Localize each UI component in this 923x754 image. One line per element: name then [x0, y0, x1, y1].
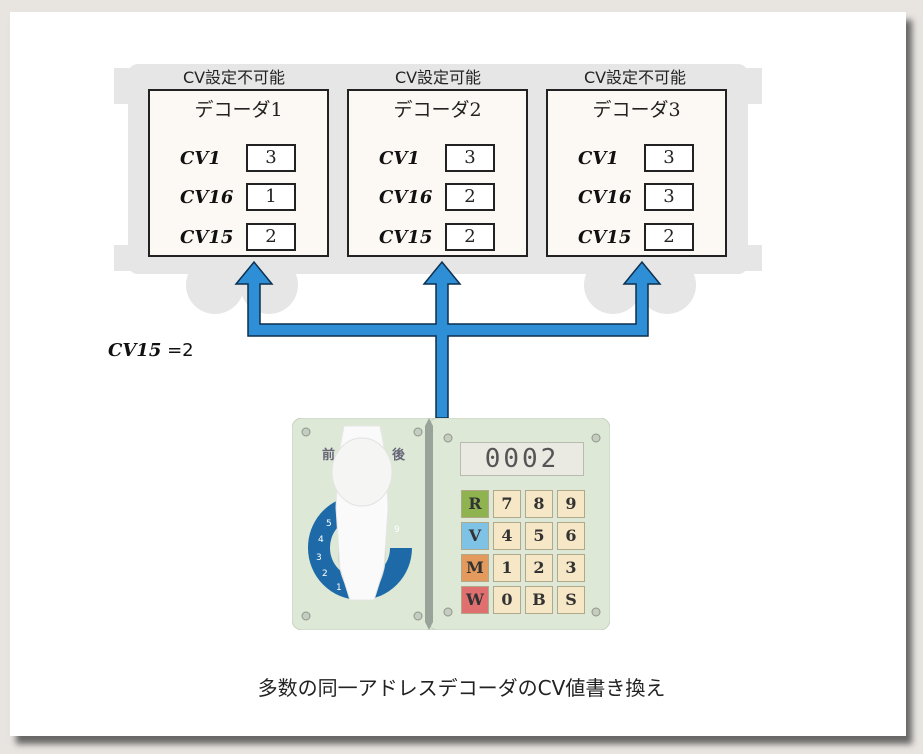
cv-row: CV1 3	[150, 144, 327, 174]
controller-divider	[425, 418, 433, 630]
screw	[413, 611, 423, 621]
signal-value: =2	[161, 340, 194, 361]
decoder-box: デコーダ3 CV1 3 CV16 3 CV15 2	[546, 89, 727, 257]
cv-value: 3	[644, 144, 694, 172]
key-7[interactable]: 7	[493, 490, 521, 518]
loco-buffer-right	[744, 68, 762, 104]
key-v[interactable]: V	[461, 522, 489, 550]
cv-value: 3	[246, 144, 296, 172]
loco-buffer-left-low	[114, 245, 132, 271]
key-8[interactable]: 8	[525, 490, 553, 518]
decoder-status: CV設定不可能	[583, 68, 687, 87]
key-4[interactable]: 4	[493, 522, 521, 550]
cv-name: CV15	[578, 227, 632, 248]
key-0[interactable]: 0	[493, 586, 521, 614]
key-b[interactable]: B	[525, 586, 553, 614]
cv-row: CV16 2	[349, 183, 526, 213]
dial-number: 1	[336, 583, 342, 593]
cv-name: CV16	[180, 187, 234, 208]
cv-value: 2	[246, 223, 296, 251]
caption: 多数の同一アドレスデコーダのCV値書き換え	[257, 676, 666, 700]
cv-row: CV15 2	[548, 223, 725, 253]
decoder-title: デコーダ1	[194, 99, 283, 121]
cv-row: CV15 2	[150, 223, 327, 253]
cv-value: 1	[246, 183, 296, 211]
signal-cv: CV15	[108, 340, 162, 361]
key-1[interactable]: 1	[493, 554, 521, 582]
cv-name: CV15	[180, 227, 234, 248]
dial-number: 4	[318, 535, 324, 545]
key-9[interactable]: 9	[557, 490, 585, 518]
key-w[interactable]: W	[461, 586, 489, 614]
loco-buffer-right-low	[744, 245, 762, 271]
decoder-status: CV設定不可能	[182, 68, 286, 87]
loco-wheel	[240, 256, 298, 314]
cv-row: CV1 3	[349, 144, 526, 174]
loco-wheel	[186, 256, 244, 314]
cv-value: 2	[445, 183, 495, 211]
screw	[591, 433, 601, 443]
cv-name: CV16	[379, 187, 433, 208]
speed-dial-arc-left	[307, 496, 360, 600]
key-6[interactable]: 6	[557, 522, 585, 550]
dial-number: 5	[326, 519, 332, 529]
key-3[interactable]: 3	[557, 554, 585, 582]
cv-row: CV15 2	[349, 223, 526, 253]
dial-number: 9	[394, 525, 400, 535]
cv-value: 2	[445, 223, 495, 251]
decoder-status: CV設定可能	[394, 68, 482, 87]
screw	[443, 433, 453, 443]
key-5[interactable]: 5	[525, 522, 553, 550]
decoder-title: デコーダ3	[592, 99, 681, 121]
cv-value: 3	[644, 183, 694, 211]
decoder-title: デコーダ2	[393, 99, 482, 121]
cv-row: CV16 3	[548, 183, 725, 213]
screw	[443, 607, 453, 617]
loco-wheel	[584, 256, 642, 314]
cv-value: 3	[445, 144, 495, 172]
cv-name: CV1	[180, 148, 221, 169]
screw	[591, 607, 601, 617]
dial-number: 2	[322, 569, 328, 579]
key-s[interactable]: S	[557, 586, 585, 614]
reverse-label: 後	[392, 448, 406, 463]
dial-number: 3	[316, 553, 322, 563]
cv-name: CV16	[578, 187, 632, 208]
cv-name: CV15	[379, 227, 433, 248]
cv-name: CV1	[379, 148, 420, 169]
decoder-box: デコーダ2 CV1 3 CV16 2 CV15 2	[347, 89, 528, 257]
cv-row: CV1 3	[548, 144, 725, 174]
throttle-knob-base	[331, 437, 393, 507]
cv-row: CV16 1	[150, 183, 327, 213]
cv-value: 2	[644, 223, 694, 251]
screw	[301, 611, 311, 621]
key-r[interactable]: R	[461, 490, 489, 518]
screw	[413, 427, 423, 437]
loco-buffer-left	[114, 68, 132, 104]
key-m[interactable]: M	[461, 554, 489, 582]
lcd-display: 0002	[460, 442, 584, 476]
cv-name: CV1	[578, 148, 619, 169]
screw	[301, 427, 311, 437]
loco-wheel	[638, 256, 696, 314]
cv15-signal-label: CV15 =2	[108, 340, 194, 361]
key-2[interactable]: 2	[525, 554, 553, 582]
forward-label: 前	[322, 448, 336, 463]
decoder-box: デコーダ1 CV1 3 CV16 1 CV15 2	[148, 89, 329, 257]
